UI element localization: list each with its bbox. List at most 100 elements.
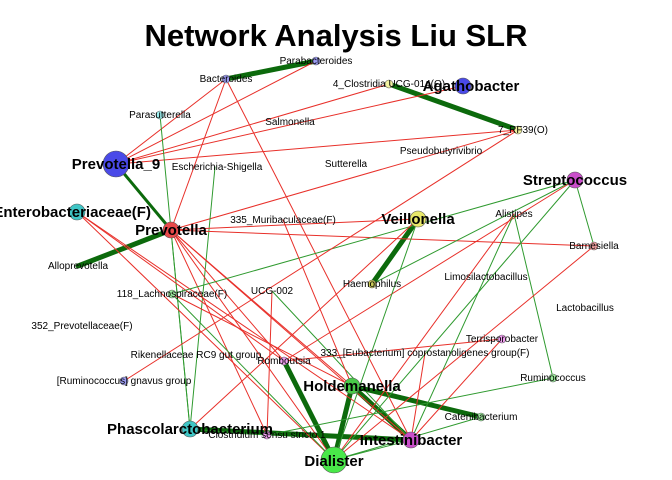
node-label-enterobacteriaceae: _Enterobacteriaceae(F) bbox=[0, 204, 151, 221]
edge-eubacterium-intestinibacter bbox=[410, 352, 426, 441]
node-holdemanella bbox=[343, 377, 361, 395]
node-label-terrisporobacter: Terrisporobacter bbox=[466, 334, 539, 345]
node-label-escherichia: Escherichia-Shigella bbox=[172, 162, 263, 173]
edge-streptococcus-barnesiella bbox=[574, 179, 595, 247]
node-terrisporobacter bbox=[497, 334, 507, 344]
node-label-alistipes: Alistipes bbox=[495, 209, 532, 220]
edge-terrisporobacter-romboutsia bbox=[283, 338, 503, 362]
edge-lachnospiraceae-holdemanella bbox=[171, 293, 353, 387]
edge-prevotella9-prevotella bbox=[114, 162, 173, 232]
edge-enterobacteriaceae-dialister bbox=[76, 211, 335, 461]
node-label-parasutterella: Parasutterella bbox=[129, 110, 191, 121]
node-label-bacteroides: Bacteroides bbox=[200, 74, 253, 85]
node-label-prevotella: Prevotella bbox=[135, 222, 207, 239]
edge-rf39-prevotella bbox=[170, 129, 519, 231]
edge-bacteroides-parabacteroides bbox=[223, 58, 319, 82]
edge-prevotella-romboutsia bbox=[170, 229, 285, 362]
node-label-eubacterium: 333_[Eubacterium] coprostanoligenes grou… bbox=[320, 348, 529, 359]
node-label-ruminococcus_gnavus: [Ruminococcus] gnavus group bbox=[57, 376, 192, 387]
edge-streptococcus-haemophilus bbox=[371, 179, 576, 285]
edge-alistipes-intestinibacter bbox=[410, 213, 515, 441]
node-romboutsia bbox=[279, 356, 289, 366]
node-label-rikenellaceae: Rikenellaceae RC9 gut group bbox=[131, 350, 262, 361]
node-lachnospiraceae bbox=[167, 289, 177, 299]
edge-enterobacteriaceae-intestinibacter bbox=[76, 211, 412, 441]
edge-terrisporobacter-intestinibacter bbox=[410, 338, 503, 441]
node-label-holdemanella: Holdemanella bbox=[303, 378, 401, 395]
edge-enterobacteriaceae-romboutsia bbox=[76, 211, 285, 362]
node-label-barnesiella: Barnesiella bbox=[569, 241, 619, 252]
node-label-parabacteroides: Parabacteroides bbox=[280, 56, 353, 67]
node-agathobacter bbox=[454, 77, 472, 95]
edge-prevotella-alloprevotella bbox=[75, 227, 174, 269]
edge-rf39-ruminococcus_gnavus bbox=[123, 129, 519, 382]
edge-prevotella-barnesiella bbox=[170, 229, 595, 247]
node-label-limosilactobacillus: Limosilactobacillus bbox=[444, 272, 527, 283]
node-label-muribaculaceae: 335_Muribaculaceae(F) bbox=[230, 215, 336, 226]
edge-prevotella-clostridium bbox=[170, 229, 268, 436]
node-label-ruminococcus: Ruminococcus bbox=[520, 373, 586, 384]
node-label-dialister: Dialister bbox=[304, 453, 363, 470]
node-clostridium bbox=[262, 430, 272, 440]
edge-layer bbox=[75, 58, 595, 463]
edge-veillonella-dialister bbox=[333, 218, 419, 461]
node-label-ucg002: UCG-002 bbox=[251, 286, 294, 297]
node-label-haemophilus: Haemophilus bbox=[343, 279, 401, 290]
edge-alistipes-dialister bbox=[333, 213, 515, 461]
edge-agathobacter-prevotella9 bbox=[115, 85, 464, 165]
node-veillonella bbox=[409, 210, 427, 228]
edge-clostridia-prevotella9 bbox=[115, 83, 390, 165]
edge-romboutsia-dialister bbox=[281, 358, 337, 463]
node-label-clostridia: 4_Clostridia UCG-014(O) bbox=[333, 79, 445, 90]
edge-veillonella-phascolarctobacterium bbox=[189, 218, 419, 430]
node-label-rf39: 7_RF39(O) bbox=[498, 125, 548, 136]
node-layer bbox=[68, 56, 599, 474]
node-barnesiella bbox=[589, 241, 599, 251]
node-label-phascolarctobacterium: Phascolarctobacterium bbox=[107, 421, 273, 438]
node-label-streptococcus: Streptococcus bbox=[523, 172, 627, 189]
node-label-agathobacter: Agathobacter bbox=[423, 78, 520, 95]
edge-prevotella9-bacteroides bbox=[115, 78, 227, 165]
edge-prevotella-dialister bbox=[170, 229, 335, 461]
edge-streptococcus-romboutsia bbox=[283, 179, 576, 362]
node-intestinibacter bbox=[402, 431, 420, 449]
edge-haemophilus-veillonella bbox=[369, 216, 421, 287]
node-label-intestinibacter: Intestinibacter bbox=[360, 432, 463, 449]
edge-streptococcus-lachnospiraceae bbox=[171, 179, 576, 295]
node-label-lachnospiraceae: 118_Lachnospiraceae(F) bbox=[117, 289, 227, 300]
node-label-prevotellaceae: 352_Prevotellaceae(F) bbox=[31, 321, 132, 332]
node-label-prevotella9: Prevotella_9 bbox=[72, 156, 160, 173]
node-label-sutterella: Sutterella bbox=[325, 159, 368, 170]
node-ruminococcus_gnavus bbox=[119, 376, 129, 386]
edge-muribaculaceae-holdemanella bbox=[282, 219, 353, 387]
node-prevotella9 bbox=[102, 150, 130, 178]
node-label-pseudobutyrivibrio: Pseudobutyrivibrio bbox=[400, 146, 483, 157]
node-enterobacteriaceae bbox=[68, 203, 86, 221]
edge-parabacteroides-prevotella9 bbox=[115, 60, 317, 165]
node-label-veillonella: Veillonella bbox=[381, 211, 455, 228]
edge-barnesiella-dialister bbox=[333, 245, 595, 461]
edge-prevotella-veillonella bbox=[170, 218, 419, 231]
node-label-clostridium: Clostridium sensu stricto 1 bbox=[208, 430, 326, 441]
node-haemophilus bbox=[367, 279, 377, 289]
edge-prevotella-holdemanella bbox=[170, 229, 353, 387]
node-label-catenibacterium: Catenibacterium bbox=[445, 412, 518, 423]
node-clostridia bbox=[384, 79, 394, 89]
node-rf39 bbox=[513, 125, 523, 135]
node-prevotella bbox=[162, 221, 180, 239]
edge-prevotella-phascolarctobacterium bbox=[170, 229, 191, 430]
node-label-lactobacillus: Lactobacillus bbox=[556, 303, 614, 314]
node-label-alloprevotella: Alloprevotella bbox=[48, 261, 108, 272]
page-title: Network Analysis Liu SLR bbox=[144, 18, 528, 53]
edge-ucg002-intestinibacter bbox=[271, 290, 412, 441]
node-label-romboutsia: Romboutsia bbox=[257, 356, 311, 367]
edge-bacteroides-intestinibacter bbox=[225, 78, 412, 441]
node-parasutterella bbox=[155, 110, 165, 120]
edge-clostridium-phascolarctobacterium bbox=[189, 428, 268, 436]
edge-ruminococcus-clostridium bbox=[266, 377, 554, 436]
node-phascolarctobacterium bbox=[181, 420, 199, 438]
node-bacteroides bbox=[221, 74, 231, 84]
edge-rf39-prevotella9 bbox=[115, 129, 519, 165]
edge-ucg002-clostridium bbox=[266, 290, 273, 436]
